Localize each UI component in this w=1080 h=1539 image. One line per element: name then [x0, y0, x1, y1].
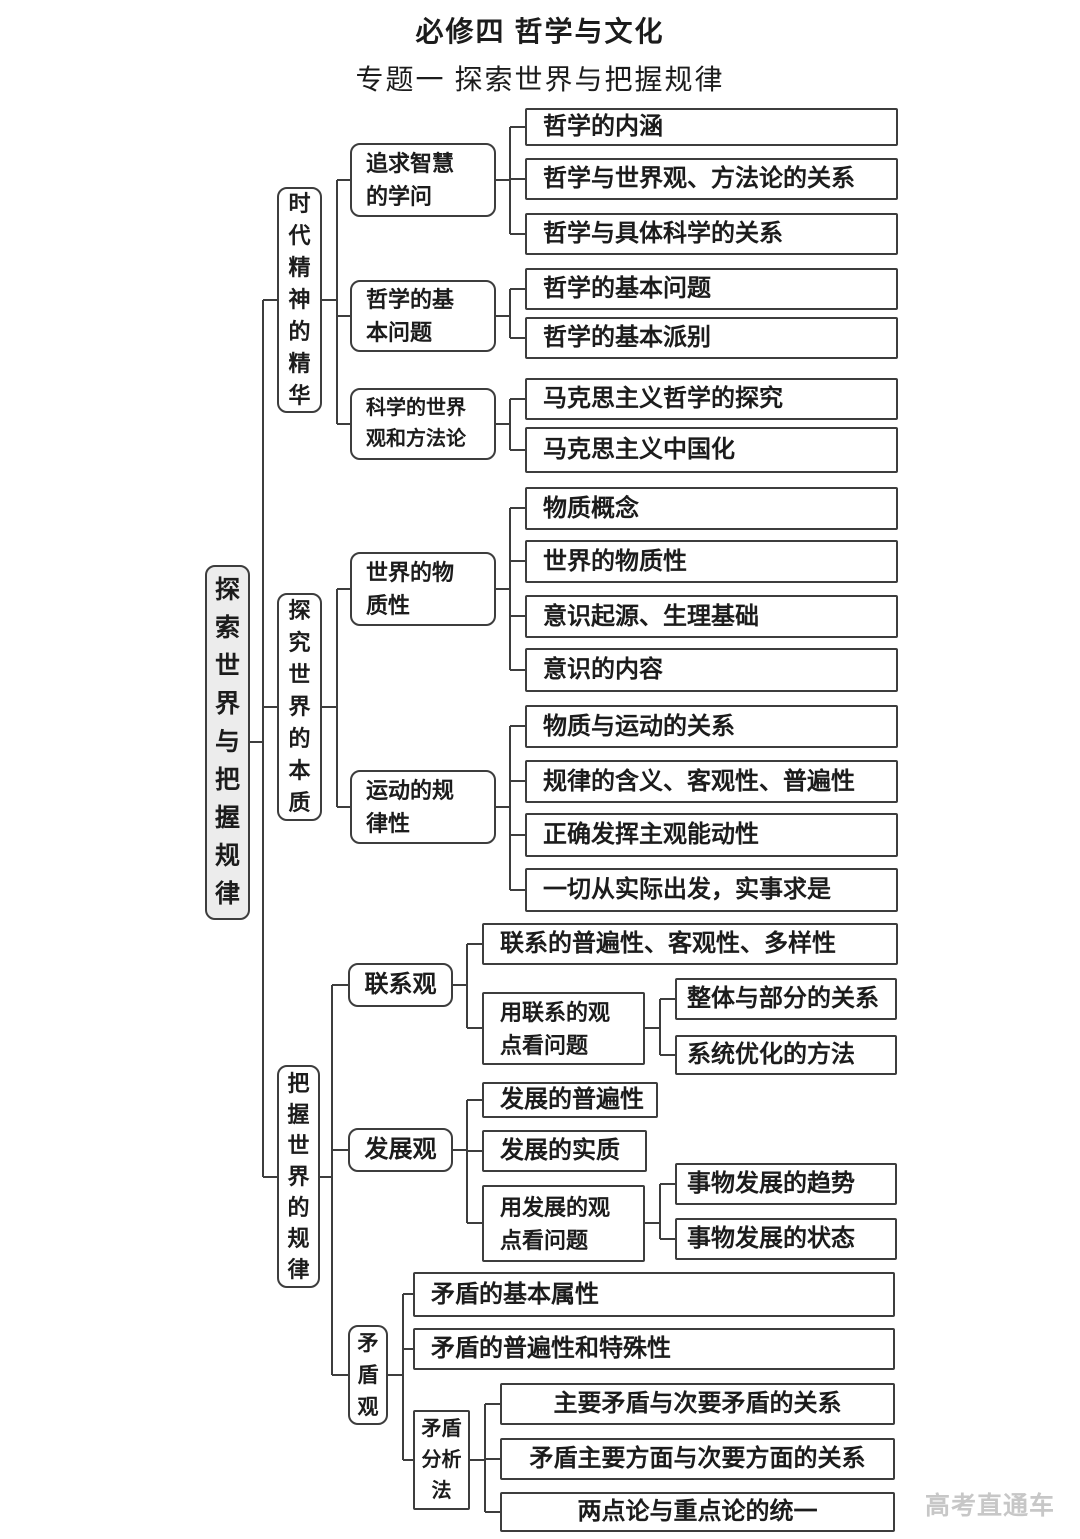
node-1-1: 追求智慧的学问 — [350, 143, 496, 217]
node-3-3-3: 矛盾分析法 — [413, 1410, 470, 1510]
node-leaf-2-1-4: 意识的内容 — [525, 648, 898, 692]
node-2-2: 运动的规律性 — [350, 770, 496, 844]
node-branch-3: 把握世界的规律 — [277, 1065, 320, 1288]
node-leaf-2-2-1: 物质与运动的关系 — [525, 705, 898, 748]
page-title: 必修四 哲学与文化 — [415, 17, 665, 48]
node-leaf-3-3-1: 矛盾的基本属性 — [413, 1272, 895, 1317]
node-leaf-1-3-1: 马克思主义哲学的探究 — [525, 378, 898, 420]
node-1-3: 科学的世界观和方法论 — [350, 388, 496, 460]
node-3-2: 发展观 — [348, 1128, 453, 1172]
node-3-1-2: 用联系的观点看问题 — [482, 992, 645, 1065]
node-leaf-2-2-3: 正确发挥主观能动性 — [525, 813, 898, 857]
node-leaf-3-2-3-1: 事物发展的趋势 — [675, 1163, 897, 1205]
node-leaf-3-2-3-2: 事物发展的状态 — [675, 1218, 897, 1260]
node-leaf-1-1-2: 哲学与世界观、方法论的关系 — [525, 158, 898, 200]
node-leaf-3-1-2-1: 整体与部分的关系 — [675, 978, 897, 1020]
node-leaf-1-2-1: 哲学的基本问题 — [525, 268, 898, 310]
node-leaf-3-3-2: 矛盾的普遍性和特殊性 — [413, 1328, 895, 1370]
watermark: 高考直通车 — [924, 1493, 1055, 1520]
node-3-3: 矛盾观 — [348, 1325, 388, 1425]
node-2-1: 世界的物质性 — [350, 552, 496, 626]
node-leaf-3-2-2: 发展的实质 — [482, 1130, 647, 1172]
node-leaf-3-1-2-2: 系统优化的方法 — [675, 1035, 897, 1075]
node-leaf-1-2-2: 哲学的基本派别 — [525, 317, 898, 359]
node-leaf-3-3-3-1: 主要矛盾与次要矛盾的关系 — [500, 1383, 895, 1425]
node-leaf-3-3-3-3: 两点论与重点论的统一 — [500, 1492, 895, 1532]
node-root: 探索世界与把握规律 — [205, 565, 250, 920]
node-leaf-1-1-3: 哲学与具体科学的关系 — [525, 213, 898, 255]
node-3-1: 联系观 — [348, 963, 453, 1007]
page-subtitle: 专题一 探索世界与把握规律 — [355, 65, 725, 96]
node-leaf-1-3-2: 马克思主义中国化 — [525, 427, 898, 473]
node-leaf-2-2-4: 一切从实际出发，实事求是 — [525, 868, 898, 912]
node-branch-2: 探究世界的本质 — [277, 593, 322, 821]
node-leaf-2-1-2: 世界的物质性 — [525, 540, 898, 583]
node-leaf-2-2-2: 规律的含义、客观性、普遍性 — [525, 760, 898, 803]
node-leaf-3-2-1: 发展的普遍性 — [482, 1082, 658, 1118]
node-leaf-1-1-1: 哲学的内涵 — [525, 108, 898, 146]
node-3-2-3: 用发展的观点看问题 — [482, 1185, 645, 1262]
node-1-2: 哲学的基本问题 — [350, 280, 496, 352]
node-leaf-3-3-3-2: 矛盾主要方面与次要方面的关系 — [500, 1438, 895, 1480]
node-branch-1: 时代精神的精华 — [277, 187, 322, 413]
node-leaf-2-1-1: 物质概念 — [525, 487, 898, 530]
node-leaf-2-1-3: 意识起源、生理基础 — [525, 595, 898, 638]
node-leaf-3-1-1: 联系的普遍性、客观性、多样性 — [482, 923, 898, 965]
